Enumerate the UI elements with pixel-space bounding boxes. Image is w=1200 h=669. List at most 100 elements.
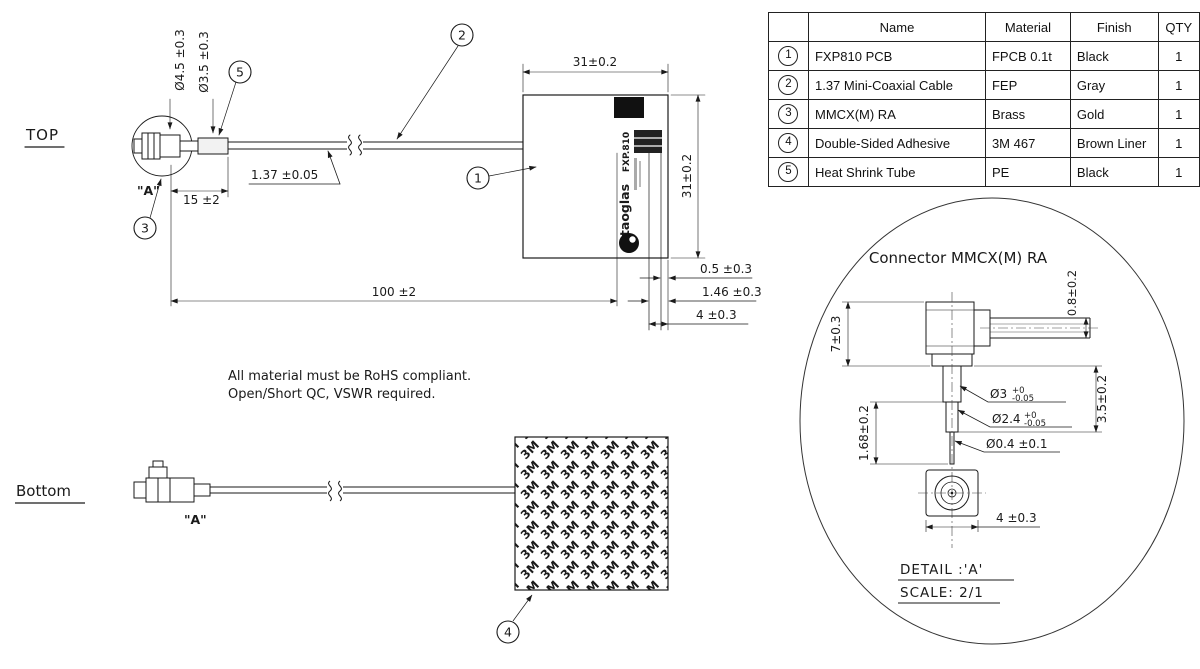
balloon-1: 1 [466, 165, 537, 190]
bom-row-1: 1 FXP810 PCB FPCB 0.1t Black 1 [768, 41, 1200, 71]
svg-text:3: 3 [141, 221, 149, 236]
svg-text:2: 2 [458, 28, 466, 43]
svg-text:4: 4 [504, 625, 512, 640]
item-1-balloon: 1 [778, 46, 799, 66]
item-1-material: FPCB 0.1t [984, 41, 1071, 71]
cable-break-bottom [327, 480, 343, 502]
top-view-label: TOP [25, 126, 59, 144]
fxp810-pcb: FXP.810 taoglas [522, 94, 669, 331]
dim-7: 7±0.3 [829, 316, 843, 353]
scale-label: SCALE: 2/1 [900, 585, 984, 601]
pcb-feed-pad [614, 97, 644, 118]
detail-bubble [799, 197, 1185, 645]
detail-dimensions [842, 301, 1102, 532]
item-1-finish: Black [1069, 41, 1159, 71]
bom-header-qty: QTY [1157, 12, 1200, 42]
item-2-qty: 1 [1157, 70, 1200, 100]
bom-header-finish: Finish [1069, 12, 1159, 42]
bom-header-name: Name [807, 12, 986, 42]
dim-15: 15 ±2 [183, 193, 220, 207]
item-4-name: Double-Sided Adhesive [807, 128, 986, 158]
dim-dia-0-4: Ø0.4 ±0.1 [986, 437, 1047, 451]
item-3-name: MMCX(M) RA [807, 99, 986, 129]
dim-1-46: 1.46 ±0.3 [702, 285, 762, 299]
dim-dia-2-4-tol-bot: -0.05 [1024, 419, 1046, 429]
bom-row-2: 2 1.37 Mini-Coaxial Cable FEP Gray 1 [768, 70, 1200, 100]
note-rohs: All material must be RoHS compliant. [228, 369, 471, 384]
item-3-balloon: 3 [778, 104, 799, 124]
detail-a-label-top: "A" [137, 183, 160, 198]
item-5-material: PE [984, 157, 1071, 187]
bom-header-num [768, 12, 809, 42]
note-qc: Open/Short QC, VSWR required. [228, 387, 435, 402]
item-1-name: FXP810 PCB [807, 41, 986, 71]
dim-dia-2-4-tol-top: +0 [1024, 411, 1037, 421]
bom-row-3: 3 MMCX(M) RA Brass Gold 1 [768, 99, 1200, 129]
bottom-view-label: Bottom [16, 482, 71, 500]
dim-dia-4-5: Ø4.5 ±0.3 [173, 29, 187, 90]
bottom-view: Bottom "A" 4 [15, 436, 669, 644]
item-3-qty: 1 [1157, 99, 1200, 129]
bom-header-row: Name Material Finish QTY [768, 12, 1200, 42]
bom-header-material: Material [984, 12, 1071, 42]
detail-a-label-bottom: "A" [184, 512, 207, 527]
item-2-material: FEP [984, 70, 1071, 100]
top-view: TOP FXP.810 [24, 23, 762, 331]
item-4-material: 3M 467 [984, 128, 1071, 158]
mmcx-connector-top [131, 115, 199, 177]
svg-text:5: 5 [236, 65, 244, 80]
pcb-model-text: FXP.810 [622, 132, 632, 172]
dim-3-5: 3.5±0.2 [1095, 375, 1109, 423]
bom-table: Name Material Finish QTY 1 FXP810 PCB FP… [768, 12, 1200, 187]
item-5-finish: Black [1069, 157, 1159, 187]
cable-break-top [347, 134, 363, 156]
notes: All material must be RoHS compliant. Ope… [228, 369, 471, 402]
item-4-qty: 1 [1157, 128, 1200, 158]
mmcx-connector-bottom [133, 460, 211, 503]
dim-pcb-height: 31±0.2 [680, 154, 694, 198]
dim-0-5: 0.5 ±0.3 [700, 262, 752, 276]
adhesive-patch [514, 436, 669, 591]
dim-dia-3-tol-bot: -0.05 [1012, 394, 1034, 404]
item-4-balloon: 4 [778, 133, 799, 153]
dim-4-end: 4 ±0.3 [996, 511, 1037, 525]
taoglas-logo [619, 233, 639, 253]
dim-dia-3: Ø3 [990, 387, 1007, 401]
dim-100: 100 ±2 [372, 285, 416, 299]
dim-pcb-width: 31±0.2 [573, 55, 617, 69]
item-1-qty: 1 [1157, 41, 1200, 71]
pcb-brand-text: taoglas [617, 184, 632, 236]
detail-view: Connector MMCX(M) RA [799, 197, 1185, 645]
dim-dia-2-4: Ø2.4 [992, 412, 1021, 426]
balloon-2: 2 [396, 23, 474, 140]
detail-title: Connector MMCX(M) RA [869, 249, 1048, 267]
balloon-4: 4 [496, 594, 533, 644]
item-2-finish: Gray [1069, 70, 1159, 100]
bom-row-5: 5 Heat Shrink Tube PE Black 1 [768, 157, 1200, 187]
item-2-name: 1.37 Mini-Coaxial Cable [807, 70, 986, 100]
coax-cable-bottom [210, 486, 515, 494]
dim-1-68: 1.68±0.2 [857, 405, 871, 461]
dim-0-8: 0.8±0.2 [1065, 270, 1079, 316]
item-4-finish: Brown Liner [1069, 128, 1159, 158]
heat-shrink-tube [197, 137, 229, 155]
item-3-finish: Gold [1069, 99, 1159, 129]
item-2-balloon: 2 [778, 75, 799, 95]
balloon-5: 5 [218, 60, 252, 136]
mmcx-section [925, 292, 1098, 548]
svg-text:1: 1 [474, 171, 482, 186]
item-5-balloon: 5 [778, 162, 799, 182]
dim-cable-1-37: 1.37 ±0.05 [251, 168, 318, 182]
item-5-qty: 1 [1157, 157, 1200, 187]
mmcx-end-view [918, 469, 986, 517]
dim-4: 4 ±0.3 [696, 308, 737, 322]
dim-dia-3-5: Ø3.5 ±0.3 [197, 31, 211, 92]
top-view-dimensions [167, 63, 757, 331]
bom-row-4: 4 Double-Sided Adhesive 3M 467 Brown Lin… [768, 128, 1200, 158]
cable-solder-block [633, 130, 663, 153]
balloon-3: 3 [133, 178, 162, 240]
item-5-name: Heat Shrink Tube [807, 157, 986, 187]
item-3-material: Brass [984, 99, 1071, 129]
